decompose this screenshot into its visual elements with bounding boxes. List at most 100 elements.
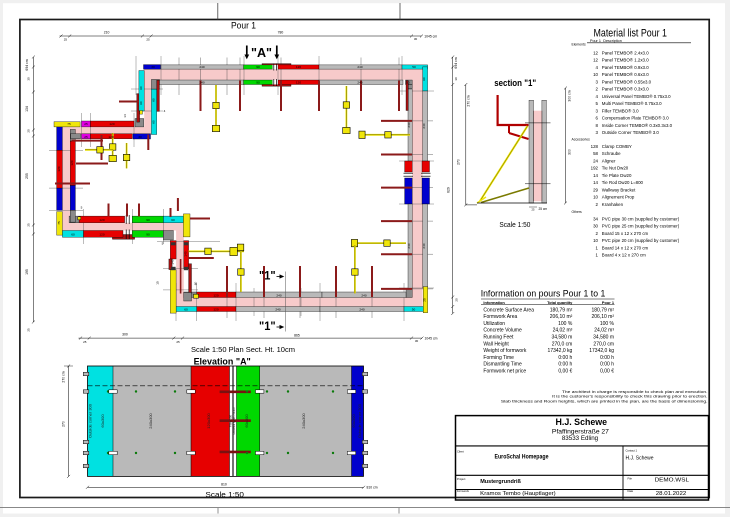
svg-text:240: 240 — [422, 123, 426, 128]
svg-text:8: 8 — [596, 123, 599, 128]
svg-text:3: 3 — [596, 79, 599, 84]
svg-text:134: 134 — [25, 106, 29, 112]
svg-text:90: 90 — [256, 65, 260, 69]
svg-text:128: 128 — [591, 144, 599, 149]
svg-text:Walkway Bracket: Walkway Bracket — [602, 187, 636, 192]
svg-text:Description: Description — [603, 39, 621, 43]
svg-text:It is the customer's responsib: It is the customer's responsibility to c… — [552, 394, 707, 398]
svg-text:Clamp COMBY: Clamp COMBY — [602, 144, 632, 149]
svg-text:28.01.2022: 28.01.2022 — [656, 491, 686, 497]
svg-text:30: 30 — [593, 224, 598, 229]
svg-text:25: 25 — [64, 38, 68, 42]
svg-text:4: 4 — [596, 65, 599, 70]
svg-text:Pfaffingerstraße 27: Pfaffingerstraße 27 — [552, 429, 610, 436]
svg-text:Wall Height: Wall Height — [483, 341, 509, 347]
svg-text:140: 140 — [183, 251, 187, 256]
svg-text:Others: Others — [572, 210, 582, 214]
svg-text:270,0 cm: 270,0 cm — [552, 341, 573, 347]
svg-text:Panel TEMBO® 0.9x3.0: Panel TEMBO® 0.9x3.0 — [602, 65, 649, 70]
svg-text:Filler TEMBO® 3.0: Filler TEMBO® 3.0 — [602, 108, 639, 113]
svg-text:25: 25 — [84, 122, 88, 126]
svg-text:25: 25 — [146, 38, 150, 42]
svg-text:EuroSchal Homepage: EuroSchal Homepage — [495, 454, 550, 460]
svg-text:Tie Rod Dw20 L=800: Tie Rod Dw20 L=800 — [602, 180, 644, 185]
svg-text:1: 1 — [596, 245, 599, 250]
svg-text:Project: Project — [457, 477, 466, 481]
svg-text:25: 25 — [83, 340, 87, 344]
svg-text:60: 60 — [171, 218, 175, 222]
svg-text:25: 25 — [176, 340, 180, 344]
svg-text:25: 25 — [532, 208, 535, 212]
svg-text:Pour 1: Pour 1 — [602, 300, 615, 305]
svg-text:14: 14 — [593, 180, 598, 185]
svg-text:60: 60 — [151, 98, 155, 102]
svg-text:Concrete Volume: Concrete Volume — [483, 328, 522, 334]
svg-text:Tie Nut Dw20: Tie Nut Dw20 — [602, 166, 629, 171]
svg-text:Panel TEMBO® 1.2x3.0: Panel TEMBO® 1.2x3.0 — [602, 58, 649, 63]
svg-text:120: 120 — [109, 122, 114, 126]
svg-text:25: 25 — [84, 135, 88, 139]
svg-text:20: 20 — [27, 129, 31, 133]
svg-text:Elevation "A": Elevation "A" — [194, 356, 251, 367]
svg-text:34: 34 — [593, 216, 598, 221]
svg-text:30: 30 — [151, 65, 155, 69]
svg-text:270 cm: 270 cm — [467, 95, 471, 106]
svg-text:0,00 €: 0,00 € — [558, 369, 572, 375]
svg-text:34,580 m: 34,580 m — [593, 335, 614, 341]
svg-text:25: 25 — [27, 223, 31, 227]
svg-text:10: 10 — [593, 195, 598, 200]
svg-text:5: 5 — [81, 206, 83, 210]
svg-text:60: 60 — [139, 86, 143, 90]
svg-text:25 cm: 25 cm — [539, 207, 548, 211]
svg-text:120: 120 — [108, 135, 113, 139]
svg-text:Contact 1: Contact 1 — [626, 448, 638, 452]
svg-text:Aligner: Aligner — [602, 158, 616, 163]
svg-text:File: File — [628, 477, 633, 481]
svg-text:75: 75 — [57, 221, 61, 225]
svg-text:2: 2 — [596, 231, 599, 236]
svg-text:PVC pipe 30 cm (supplied by cu: PVC pipe 30 cm (supplied by customer) — [602, 216, 680, 221]
svg-text:30: 30 — [138, 135, 142, 139]
svg-text:120: 120 — [296, 65, 301, 69]
svg-text:3: 3 — [596, 130, 599, 135]
svg-text:Outside Corner TEMBO® 3.0: Outside Corner TEMBO® 3.0 — [602, 130, 660, 135]
svg-text:270 cm: 270 cm — [62, 371, 66, 382]
svg-text:60x300: 60x300 — [244, 414, 249, 428]
svg-text:Pour 1: Pour 1 — [231, 21, 256, 31]
svg-text:30: 30 — [414, 37, 418, 41]
svg-text:240: 240 — [275, 308, 280, 312]
svg-text:Kranhaken: Kranhaken — [602, 202, 624, 207]
svg-text:90: 90 — [146, 218, 150, 222]
svg-text:120: 120 — [70, 160, 74, 165]
svg-text:195: 195 — [25, 269, 29, 275]
svg-text:Kramos Tembo (Hauptlager): Kramos Tembo (Hauptlager) — [480, 491, 556, 497]
svg-text:100 %: 100 % — [600, 321, 615, 327]
svg-text:240: 240 — [199, 80, 204, 84]
svg-text:60: 60 — [194, 282, 198, 286]
svg-text:1045 cm: 1045 cm — [424, 35, 437, 39]
svg-text:4: 4 — [596, 94, 599, 99]
svg-text:60: 60 — [184, 308, 188, 312]
svg-text:206,10 m²: 206,10 m² — [591, 314, 614, 320]
svg-text:25: 25 — [422, 298, 426, 302]
svg-text:Tie Plate Dw20: Tie Plate Dw20 — [602, 173, 632, 178]
svg-text:210: 210 — [104, 31, 110, 35]
svg-text:10: 10 — [593, 238, 598, 243]
svg-text:"1": "1" — [259, 321, 276, 333]
svg-text:Formwork Area: Formwork Area — [483, 314, 517, 320]
svg-text:24: 24 — [593, 158, 598, 163]
svg-text:180,79 m²: 180,79 m² — [591, 307, 614, 313]
svg-text:"A": "A" — [251, 45, 272, 60]
svg-text:240: 240 — [422, 243, 426, 248]
svg-text:30: 30 — [415, 339, 419, 343]
svg-text:Outside corner 300: Outside corner 300 — [357, 403, 362, 438]
svg-text:5: 5 — [596, 101, 599, 106]
svg-text:192: 192 — [591, 166, 599, 171]
svg-text:120: 120 — [99, 218, 104, 222]
svg-text:15: 15 — [156, 281, 160, 285]
svg-text:240x300: 240x300 — [301, 413, 306, 429]
svg-text:Panel TEMBO® 2.4x3.0: Panel TEMBO® 2.4x3.0 — [602, 50, 649, 55]
svg-text:30: 30 — [27, 77, 31, 81]
svg-text:Board 4 x 12 x 270 cm: Board 4 x 12 x 270 cm — [602, 253, 646, 258]
svg-text:Forming Time: Forming Time — [483, 355, 514, 361]
